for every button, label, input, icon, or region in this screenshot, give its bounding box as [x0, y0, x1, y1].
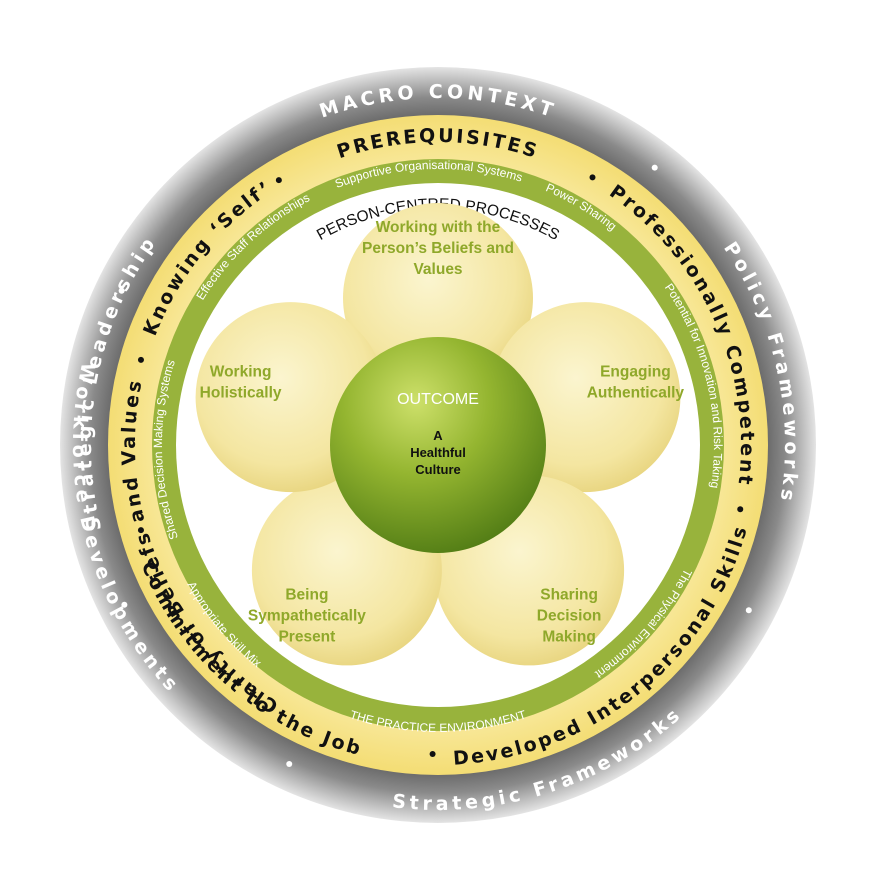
separator-dot [745, 607, 752, 614]
outcome-sphere [330, 337, 546, 553]
petal-label: Authentically [587, 385, 685, 402]
outcome-title: OUTCOME [397, 391, 479, 408]
petal-label: Sharing [540, 586, 598, 603]
petal-label: Working with the [376, 219, 501, 236]
separator-dot [118, 287, 125, 294]
separator-dot [651, 164, 658, 171]
separator-dot [121, 601, 128, 608]
outcome-line-2: Healthful [410, 445, 466, 460]
separator-dot [737, 506, 744, 513]
outcome-circle: OUTCOME A Healthful Culture [330, 337, 546, 553]
petal-label: Engaging [600, 364, 671, 381]
petal-label: Working [210, 364, 272, 381]
petal-shape [343, 203, 533, 393]
petal-label: Values [413, 261, 462, 278]
petal-label: Present [278, 628, 335, 645]
petal-label: Person’s Beliefs and [362, 240, 514, 257]
petal-label: Being [285, 586, 328, 603]
petal-label: Holistically [200, 385, 282, 402]
separator-dot [137, 356, 144, 363]
outcome-line-1: A [433, 428, 443, 443]
separator-dot [429, 750, 436, 757]
separator-dot [589, 174, 596, 181]
separator-dot [286, 761, 293, 768]
petal-label: Making [542, 628, 595, 645]
outcome-line-3: Culture [415, 462, 461, 477]
petal-label: Sympathetically [248, 607, 366, 624]
separator-dot [137, 527, 144, 534]
petal-label: Decision [537, 607, 602, 624]
separator-dot [275, 177, 282, 184]
